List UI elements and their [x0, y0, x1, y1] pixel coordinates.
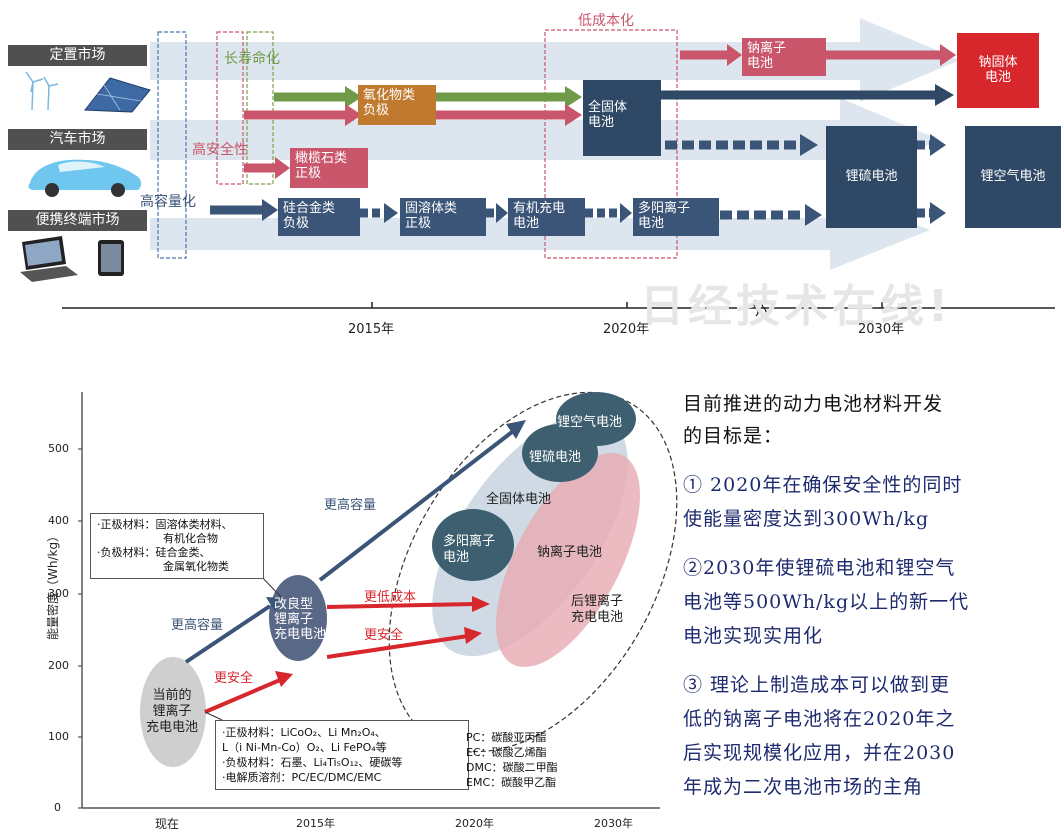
label-li-s: 锂硫电池	[529, 450, 582, 465]
car-icon	[28, 159, 142, 197]
notes-item1-line2: 使能量密度达到300Wh/kg	[683, 508, 930, 530]
bg-arrow-stationary	[150, 18, 960, 102]
y-tick-300: 300	[48, 587, 69, 600]
y-tick-500: 500	[48, 442, 69, 455]
label-post-li-ion: 后锂离子 充电电池	[571, 594, 624, 625]
box-na-solid-battery: 钠固体 电池	[957, 33, 1039, 108]
theme-box-capacity	[157, 31, 187, 259]
chart-graphics	[78, 391, 678, 809]
theme-box-longlife	[246, 31, 274, 185]
box-olivine-cathode: 橄榄石类 正极	[290, 148, 368, 188]
axis-break	[753, 299, 767, 317]
y-tick-100: 100	[48, 730, 69, 743]
x-tick-2030: 2030年	[594, 817, 633, 830]
label-all-solid: 全固体电池	[486, 492, 552, 507]
theme-high-safety: 高安全性	[192, 142, 248, 158]
arrow-label-capacity-2: 更高容量	[324, 498, 377, 513]
x-tick-2020: 2020年	[455, 817, 494, 830]
notes-item3-line1: ③ 理论上制造成本可以做到更	[683, 674, 951, 696]
notes-title-2: 的目标是：	[683, 425, 784, 447]
box-oxide-anode: 氧化物类 负极	[358, 85, 436, 125]
notes-item2-line1: ②2030年使锂硫电池和锂空气	[683, 557, 956, 579]
wind-turbine-icon	[25, 71, 59, 111]
box-na-ion-battery: 钠离子 电池	[742, 38, 826, 76]
label-current-li-ion: 当前的 锂离子 充电电池	[146, 688, 199, 735]
theme-box-safety	[216, 31, 244, 185]
post-li-ion-region	[496, 452, 640, 668]
year-2020: 2020年	[603, 322, 650, 337]
watermark: 日经技术在线!	[640, 281, 953, 332]
box-solid-solution-cathode: 固溶体类 正极	[400, 198, 486, 236]
arrow-label-low-cost: 更低成本	[364, 590, 417, 605]
y-tick-0: 0	[54, 801, 61, 814]
tablet-icon	[98, 240, 124, 276]
y-axis-label: 能量密度（Wh/kg）	[46, 529, 60, 640]
current-li-ion-ellipse	[140, 657, 206, 767]
notes-item3-line3: 后实现规模化应用，并在2030	[683, 742, 956, 764]
y-ticks	[78, 448, 82, 809]
box-li-s-battery: 锂硫电池	[826, 126, 917, 228]
theme-low-cost: 低成本化	[578, 13, 634, 29]
theme-long-life: 长寿命化	[224, 51, 280, 67]
materials-now-box: ·正极材料：LiCoO₂、Li Mn₂O₄、 L（i Ni-Mn-Co）O₂、L…	[215, 720, 469, 790]
notes-item2-line2: 电池等500Wh/kg以上的新一代	[683, 591, 970, 613]
materials-2015-box: ·正极材料：固溶体类材料、 有机化合物 ·负极材料：硅合金类、 金属氧化物类	[90, 513, 264, 579]
box-multivalent-battery: 多阳离子 电池	[633, 198, 719, 236]
multivalent-circle	[432, 509, 514, 581]
box-si-alloy-anode: 硅合金类 负极	[278, 198, 360, 236]
y-tick-400: 400	[48, 514, 69, 527]
label-na-ion: 钠离子电池	[537, 545, 603, 560]
label-multivalent: 多阳离子 电池	[443, 534, 496, 565]
x-tick-2015: 2015年	[296, 817, 335, 830]
solar-panel-icon	[84, 77, 151, 113]
y-tick-200: 200	[48, 659, 69, 672]
box-all-solid-battery: 全固体 电池	[583, 80, 661, 156]
box-organic-battery: 有机充电 电池	[508, 198, 585, 236]
x-tick-now: 现在	[155, 817, 180, 831]
arrow-label-safety-1: 更安全	[214, 671, 254, 686]
notes-item3-line4: 年成为二次电池市场的主角	[683, 776, 924, 798]
li-air-circle	[556, 392, 636, 446]
year-2030: 2030年	[858, 322, 905, 337]
arrow-label-safety-2: 更安全	[364, 628, 404, 643]
market-portable: 便携终端市场	[8, 210, 147, 231]
label-li-air: 锂空气电池	[557, 415, 623, 430]
electrolyte-legend: PC：碳酸亚丙酯 EC：碳酸乙烯酯 DMC：碳酸二甲酯 EMC：碳酸甲乙酯	[466, 731, 558, 789]
notes-item3-line2: 低的钠离子电池将在2020年之	[683, 708, 956, 730]
market-automotive: 汽车市场	[8, 129, 147, 150]
arrow-label-capacity-1: 更高容量	[171, 618, 224, 633]
improved-li-ion-ellipse	[269, 575, 327, 661]
year-2015: 2015年	[348, 322, 395, 337]
notes-item2-line3: 电池实现实用化	[683, 625, 824, 647]
notes-title-1: 目前推进的动力电池材料开发	[683, 393, 944, 415]
notes-item1-line1: ① 2020年在确保安全性的同时	[683, 474, 963, 496]
market-stationary: 定置市场	[8, 45, 147, 66]
label-improved-li-ion: 改良型 锂离子 充电电池	[274, 597, 327, 642]
box-li-air-battery: 锂空气电池	[965, 126, 1061, 228]
laptop-icon	[20, 236, 78, 282]
theme-high-capacity: 高容量化	[140, 194, 196, 210]
